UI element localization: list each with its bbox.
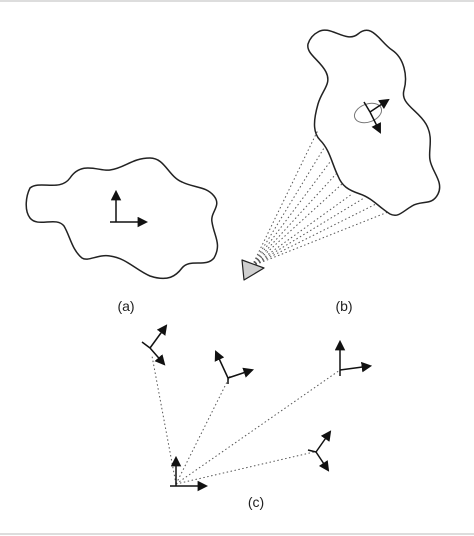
panel-a: (a)	[25, 157, 219, 314]
panel-b: (b)	[241, 29, 441, 314]
sensor-triangle-icon	[241, 259, 265, 281]
frame-links	[151, 355, 341, 485]
panel-c: (c)	[141, 324, 373, 510]
sensor-rays	[251, 129, 389, 267]
panel-c-label: (c)	[248, 494, 264, 510]
frame-2-icon	[214, 350, 254, 384]
object-outline-b	[307, 29, 441, 217]
coordinate-frame-icon	[110, 189, 149, 228]
frame-4-icon	[307, 430, 332, 472]
frame-3-icon	[334, 339, 373, 376]
base-frame-icon	[170, 455, 209, 492]
uncertainty-ellipse-icon	[353, 98, 390, 134]
object-outline-a	[25, 157, 219, 280]
panel-a-label: (a)	[117, 298, 134, 314]
panel-b-label: (b)	[335, 298, 352, 314]
frame-1-icon	[141, 324, 168, 366]
